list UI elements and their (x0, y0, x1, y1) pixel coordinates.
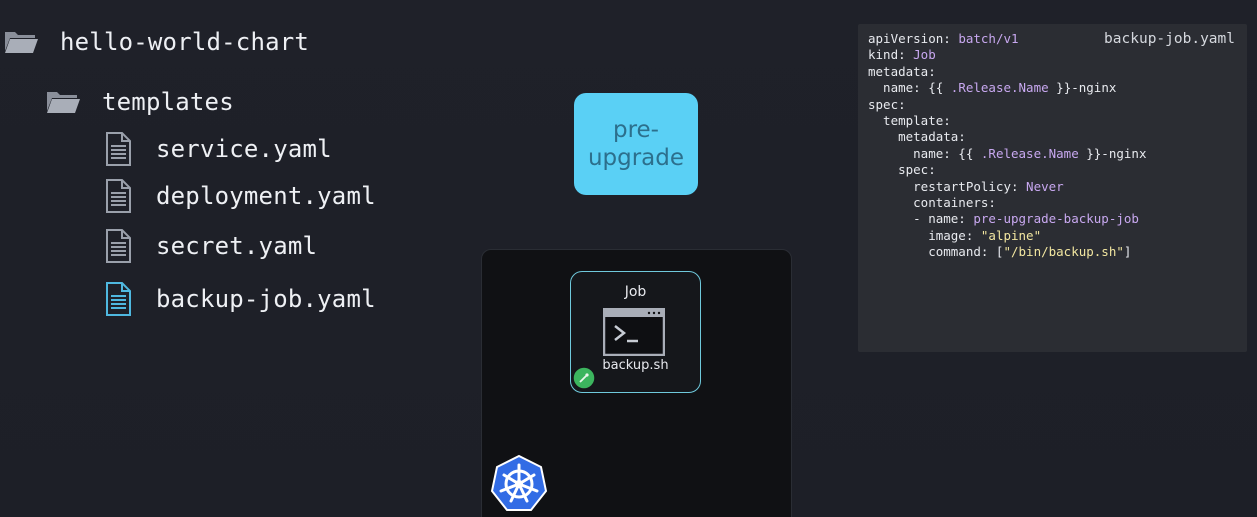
yaml-key-token: apiVersion: (868, 31, 959, 46)
yaml-value-token: .Release.Name (950, 80, 1049, 96)
yaml-key-token: spec: (868, 162, 936, 178)
code-line: name: {{ .Release.Name }}-nginx (868, 146, 1146, 162)
tree-file-service[interactable]: service.yaml (105, 132, 332, 166)
tree-folder-label: templates (102, 88, 234, 116)
tree-file-label: backup-job.yaml (156, 285, 376, 313)
code-line: spec: (868, 97, 1146, 113)
yaml-key-token: ] (1123, 244, 1132, 260)
code-line: spec: (868, 162, 1146, 178)
yaml-key-token: }}-nginx (1048, 80, 1117, 96)
yaml-value-token: .Release.Name (980, 145, 1079, 161)
code-line: apiVersion: batch/v1 (868, 31, 1146, 47)
job-card[interactable]: Job backup.sh (570, 271, 701, 393)
file-icon (105, 179, 131, 213)
yaml-key-token: }}-nginx (1078, 145, 1147, 161)
file-icon (105, 229, 131, 263)
tree-file-label: secret.yaml (156, 232, 318, 260)
code-line: command: ["/bin/backup.sh"] (868, 244, 1146, 260)
code-line: kind: Job (868, 47, 1146, 63)
code-line: name: {{ .Release.Name }}-nginx (868, 80, 1146, 96)
code-line: metadata: (868, 129, 1146, 145)
code-line: metadata: (868, 64, 1146, 80)
tree-file-label: deployment.yaml (156, 182, 376, 210)
yaml-key-token: name: {{ (868, 80, 951, 96)
yaml-key-token: name: {{ (868, 145, 981, 161)
terminal-icon (602, 307, 666, 360)
code-line: image: "alpine" (868, 228, 1146, 244)
folder-open-icon (4, 29, 38, 55)
kubernetes-logo-icon (489, 454, 549, 517)
yaml-key-token: containers: (868, 194, 996, 210)
tree-file-label: service.yaml (156, 135, 332, 163)
job-script-name: backup.sh (602, 358, 669, 373)
yaml-value-token: pre-upgrade-backup-job (973, 211, 1139, 227)
tree-file-deployment[interactable]: deployment.yaml (105, 179, 376, 213)
status-running-icon (572, 366, 596, 394)
job-title: Job (624, 284, 647, 300)
yaml-key-token: template: (868, 112, 951, 128)
tree-root[interactable]: hello-world-chart (4, 28, 309, 56)
tree-file-secret[interactable]: secret.yaml (105, 229, 317, 263)
yaml-string-token: "alpine" (980, 227, 1042, 243)
file-icon (105, 282, 131, 316)
pre-upgrade-label: pre- upgrade (587, 117, 685, 171)
yaml-key-token: metadata: (868, 63, 936, 79)
code-line: restartPolicy: Never (868, 179, 1146, 195)
code-filename: backup-job.yaml (1104, 31, 1235, 47)
yaml-key-token: metadata: (868, 129, 966, 145)
pre-upgrade-hook-badge: pre- upgrade (574, 93, 698, 195)
tree-folder-templates[interactable]: templates (46, 88, 234, 116)
yaml-key-token: spec: (868, 96, 906, 112)
yaml-key-token: command: [ (868, 244, 1004, 260)
yaml-value-token: Never (1026, 178, 1064, 194)
folder-open-icon (46, 89, 80, 115)
yaml-key-token: image: (868, 227, 981, 243)
yaml-key-token: kind: (868, 47, 914, 63)
yaml-value-token: Job (913, 47, 936, 63)
yaml-key-token: restartPolicy: (868, 178, 1027, 194)
code-line: containers: (868, 195, 1146, 211)
yaml-key-token: - name: (868, 211, 974, 227)
yaml-value-token: batch/v1 (958, 31, 1019, 46)
yaml-string-token: "/bin/backup.sh" (1003, 244, 1124, 260)
tree-root-label: hello-world-chart (60, 28, 310, 56)
code-line: - name: pre-upgrade-backup-job (868, 211, 1146, 227)
tree-file-backup-job[interactable]: backup-job.yaml (105, 282, 376, 316)
code-line: template: (868, 113, 1146, 129)
file-icon (105, 132, 131, 166)
